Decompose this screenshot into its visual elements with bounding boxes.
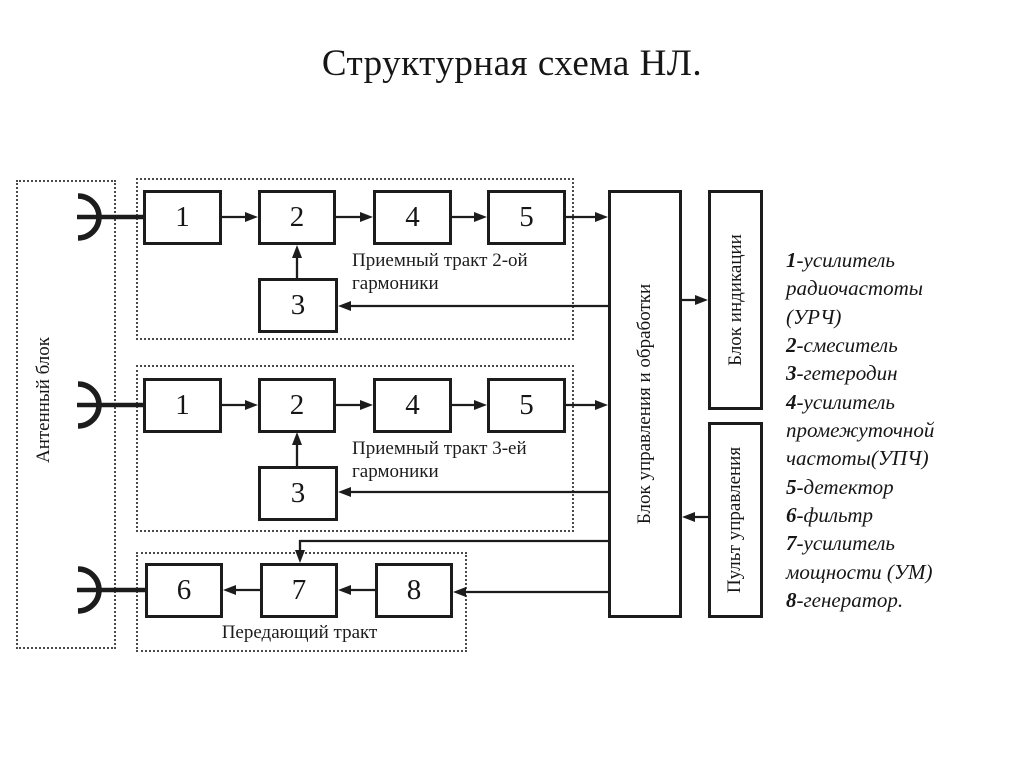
block-upch-rx1: 4 (373, 190, 452, 245)
legend-item-6: 6-фильтр (786, 503, 874, 528)
control-side-wires (682, 295, 708, 522)
block-urch-rx2: 1 (143, 378, 222, 433)
block-upch-rx2: 4 (373, 378, 452, 433)
legend-item-8: 8-генератор. (786, 588, 904, 613)
block-detector-rx1: 5 (487, 190, 566, 245)
legend-item-1: 1-усилитель радиочастоты (УРЧ) (786, 248, 923, 329)
rx2-group-label: Приемный тракт 3-ей гармоники (352, 438, 527, 483)
block-filter-tx: 6 (145, 563, 223, 618)
block-power-amp-tx: 7 (260, 563, 338, 618)
block-detector-rx2: 5 (487, 378, 566, 433)
legend-item-3: 3-гетеродин (786, 361, 898, 386)
block-heterodyne-rx1: 3 (258, 278, 338, 333)
receiver-path-2nd-harmonic-frame (136, 178, 574, 340)
receiver-path-3rd-harmonic-frame (136, 365, 574, 532)
block-generator-tx: 8 (375, 563, 453, 618)
block-mixer-rx2: 2 (258, 378, 336, 433)
legend-item-5: 5-детектор (786, 474, 894, 499)
antenna-group-label-wrap: Антенный блок (16, 180, 72, 620)
antenna-group-frame (16, 180, 116, 649)
legend-item-4: 4-усилитель промежуточной частоты(УПЧ) (786, 389, 935, 471)
rx1-group-label: Приемный тракт 2-ой гармоники (352, 250, 528, 295)
indication-label: Блок индикации (724, 234, 746, 366)
page-title: Структурная схема НЛ. (321, 43, 703, 84)
control-processing-label: Блок управления и обработки (634, 283, 656, 525)
indication-block: Блок индикации (708, 190, 763, 410)
tx-group-label: Передающий тракт (221, 622, 378, 643)
legend-item-2: 2-смеситель (786, 333, 898, 358)
control-processing-block: Блок управления и обработки (608, 190, 682, 618)
block-mixer-rx1: 2 (258, 190, 336, 245)
block-heterodyne-rx2: 3 (258, 466, 338, 521)
legend: 1-усилитель радиочастоты (УРЧ) 2-смесите… (786, 246, 978, 614)
block-urch-rx1: 1 (143, 190, 222, 245)
control-panel-block: Пульт управления (708, 422, 763, 618)
legend-item-7: 7-усилитель мощности (УМ) (786, 531, 933, 584)
control-panel-label: Пульт управления (724, 446, 746, 594)
antenna-group-label: Антенный блок (33, 336, 54, 464)
